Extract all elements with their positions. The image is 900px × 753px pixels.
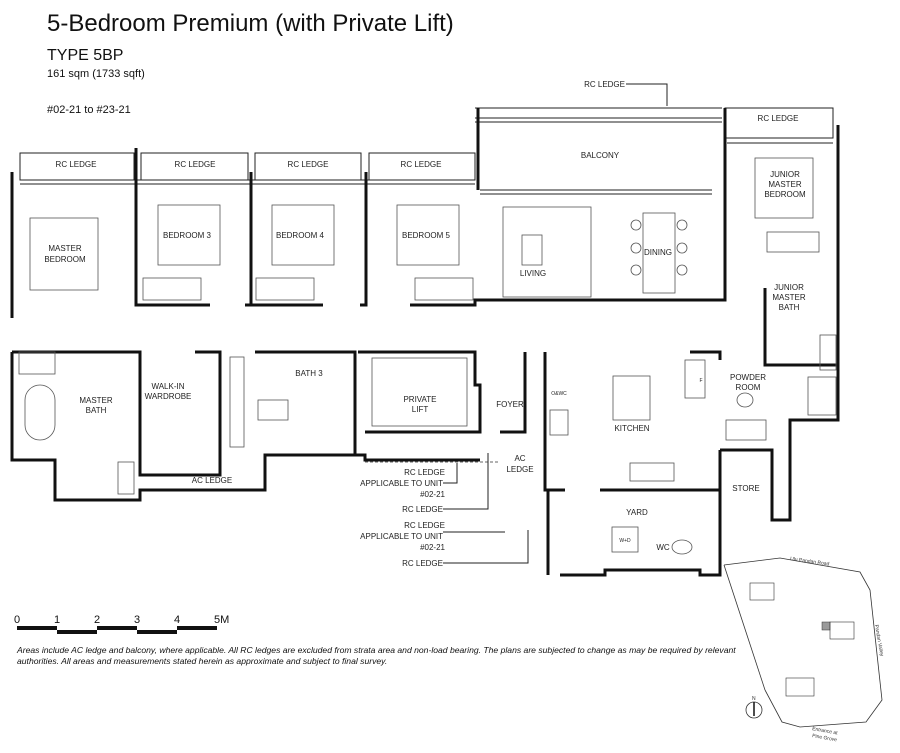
walls (10, 108, 840, 577)
key-plan: Ulu Pandan Road Pandan Valley Entrance a… (723, 556, 885, 743)
walk-in-wardrobe-label: WALK-IN (151, 382, 184, 391)
callout-rc-ledge-5: RC LEDGE (402, 559, 443, 568)
junior-master-bedroom-label-3: BEDROOM (764, 190, 806, 199)
ac-ledge-label-2: AC (514, 454, 525, 463)
powder-room-label: POWDER (730, 373, 766, 382)
ac-ledge-label-3: LEDGE (506, 465, 533, 474)
callout-rc-ledge-2: RC LEDGE (404, 468, 445, 477)
scale-bar: 0 1 2 3 4 5M (14, 614, 229, 634)
scale-tick: 5M (214, 614, 229, 626)
bedroom4-label: BEDROOM 4 (276, 231, 325, 240)
entrance-label: Entrance at (812, 726, 839, 736)
callout-rc-ledge-3: RC LEDGE (402, 505, 443, 514)
walk-in-wardrobe-label-2: WARDROBE (145, 392, 192, 401)
unit-range: #02-21 to #23-21 (47, 104, 131, 116)
kitchen-label: KITCHEN (614, 424, 649, 433)
oven-label: O&WC (551, 391, 567, 397)
junior-master-bedroom-label-2: MASTER (768, 180, 802, 189)
rc-ledges (19, 107, 834, 195)
bedroom3-label: BEDROOM 3 (163, 231, 212, 240)
bedroom5-label: BEDROOM 5 (402, 231, 451, 240)
dining-label: DINING (644, 248, 672, 257)
junior-master-bath-label-3: BATH (779, 303, 800, 312)
living-label: LIVING (520, 269, 546, 278)
rc-ledge-label: RC LEDGE (288, 160, 329, 169)
store-label: STORE (732, 484, 759, 493)
master-bedroom-label: MASTER (48, 244, 82, 253)
callouts: RC LEDGE RC LEDGE APPLICABLE TO UNIT #02… (360, 80, 668, 568)
master-bath-label-2: BATH (86, 406, 107, 415)
rc-ledge-label: RC LEDGE (758, 114, 799, 123)
furniture (18, 157, 837, 555)
scale-tick: 3 (134, 614, 140, 626)
scale-tick: 0 (14, 614, 20, 626)
junior-master-bath-label-2: MASTER (772, 293, 806, 302)
junior-master-bedroom-label: JUNIOR (770, 170, 800, 179)
scale-tick: 2 (94, 614, 100, 626)
washer-dryer-label: W+D (619, 538, 631, 544)
road-label-right: Pandan Valley (873, 624, 885, 657)
callout-unit: #02-21 (420, 490, 445, 499)
disclaimer: Areas include AC ledge and balcony, wher… (17, 645, 737, 667)
disclaimer-line: authorities. All areas and measurements … (17, 656, 388, 666)
private-lift-label-2: LIFT (412, 405, 429, 414)
callout-rc-ledge: RC LEDGE (584, 80, 625, 89)
private-lift-label: PRIVATE (403, 395, 436, 404)
scale-tick: 1 (54, 614, 60, 626)
rc-ledge-label: RC LEDGE (401, 160, 442, 169)
callout-applicable-2: APPLICABLE TO UNIT (360, 532, 443, 541)
wc-label: WC (656, 543, 670, 552)
balcony-label: BALCONY (581, 151, 620, 160)
foyer-label: FOYER (496, 400, 524, 409)
callout-applicable: APPLICABLE TO UNIT (360, 479, 443, 488)
callout-unit-2: #02-21 (420, 543, 445, 552)
scale-tick: 4 (174, 614, 180, 626)
fridge-label: F (699, 378, 702, 384)
master-bedroom-label-2: BEDROOM (44, 255, 86, 264)
bath3-label: BATH 3 (295, 369, 323, 378)
north-label: N (752, 696, 756, 702)
yard-label: YARD (626, 508, 648, 517)
unit-area: 161 sqm (1733 sqft) (47, 68, 145, 80)
powder-room-label-2: ROOM (736, 383, 761, 392)
ac-ledge-label: AC LEDGE (192, 476, 232, 485)
master-bath-label: MASTER (79, 396, 113, 405)
callout-rc-ledge-4: RC LEDGE (404, 521, 445, 530)
disclaimer-line: Areas include AC ledge and balcony, wher… (17, 645, 736, 655)
unit-type: TYPE 5BP (47, 47, 124, 64)
rc-ledge-label: RC LEDGE (56, 160, 97, 169)
road-label-top: Ulu Pandan Road (790, 556, 830, 567)
junior-master-bath-label: JUNIOR (774, 283, 804, 292)
room-labels: RC LEDGE RC LEDGE RC LEDGE RC LEDGE RC L… (44, 114, 806, 552)
entrance-label-2: Pine Grove (812, 733, 838, 743)
plan-title: 5-Bedroom Premium (with Private Lift) (47, 10, 454, 37)
rc-ledge-label: RC LEDGE (175, 160, 216, 169)
